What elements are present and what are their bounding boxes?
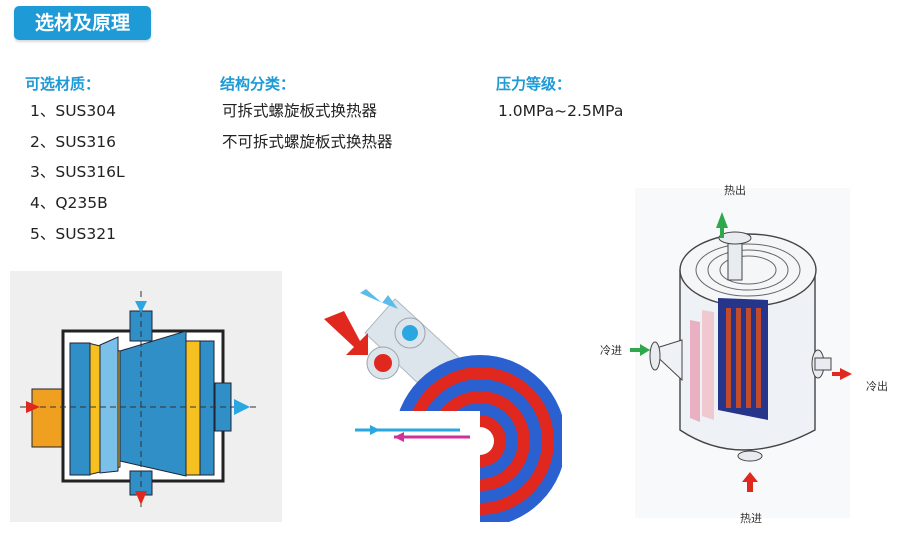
material-item: 2、SUS316 xyxy=(30,132,116,151)
pressure-heading: 压力等级： xyxy=(496,75,572,93)
heat-exchanger-svg xyxy=(630,188,852,518)
hot-in-arrow-icon xyxy=(324,311,368,355)
material-item: 4、Q235B xyxy=(30,194,108,213)
pressure-list: 1.0MPa~2.5MPa xyxy=(498,96,623,127)
structure-list: 可拆式螺旋板式换热器 不可拆式螺旋板式换热器 xyxy=(222,96,393,157)
label-cold-out: 冷出 xyxy=(866,380,888,393)
hot-outlet-arrow-icon xyxy=(135,491,147,505)
structure-heading: 结构分类： xyxy=(220,75,296,93)
hot-out-arrow-icon xyxy=(716,212,728,238)
cold-inlet-arrow-icon xyxy=(135,301,147,313)
structure-item: 不可拆式螺旋板式换热器 xyxy=(222,132,393,151)
cold-outlet-arrow-icon xyxy=(234,399,250,415)
pressure-value: 1.0MPa~2.5MPa xyxy=(498,102,624,120)
material-item: 5、SUS321 xyxy=(30,224,116,243)
material-item: 3、SUS316L xyxy=(30,163,125,182)
hot-in-arrow-icon xyxy=(742,472,758,492)
cross-section-svg xyxy=(20,291,258,511)
label-cold-in: 冷进 xyxy=(600,344,622,357)
cold-out-arrow-icon xyxy=(832,368,852,380)
material-item: 1、SUS304 xyxy=(30,102,116,120)
label-hot-out: 热出 xyxy=(724,184,746,197)
structure-item: 可拆式螺旋板式换热器 xyxy=(222,102,378,120)
spiral-flow-diagram xyxy=(300,271,566,531)
spiral-flow-svg xyxy=(324,289,566,531)
materials-list: 1、SUS304 2、SUS316 3、SUS316L 4、Q235B 5、SU… xyxy=(30,96,125,249)
heat-exchanger-3d-diagram: 热出 冷进 冷出 热进 xyxy=(590,180,904,530)
cold-out-arrow-icon xyxy=(360,289,398,309)
hot-inlet-arrow-icon xyxy=(26,401,40,413)
label-hot-in: 热进 xyxy=(740,512,762,525)
cross-section-diagram xyxy=(10,271,282,522)
materials-heading: 可选材质： xyxy=(25,75,101,93)
section-title: 选材及原理 xyxy=(14,6,151,40)
cold-in-arrow-icon xyxy=(630,344,650,356)
